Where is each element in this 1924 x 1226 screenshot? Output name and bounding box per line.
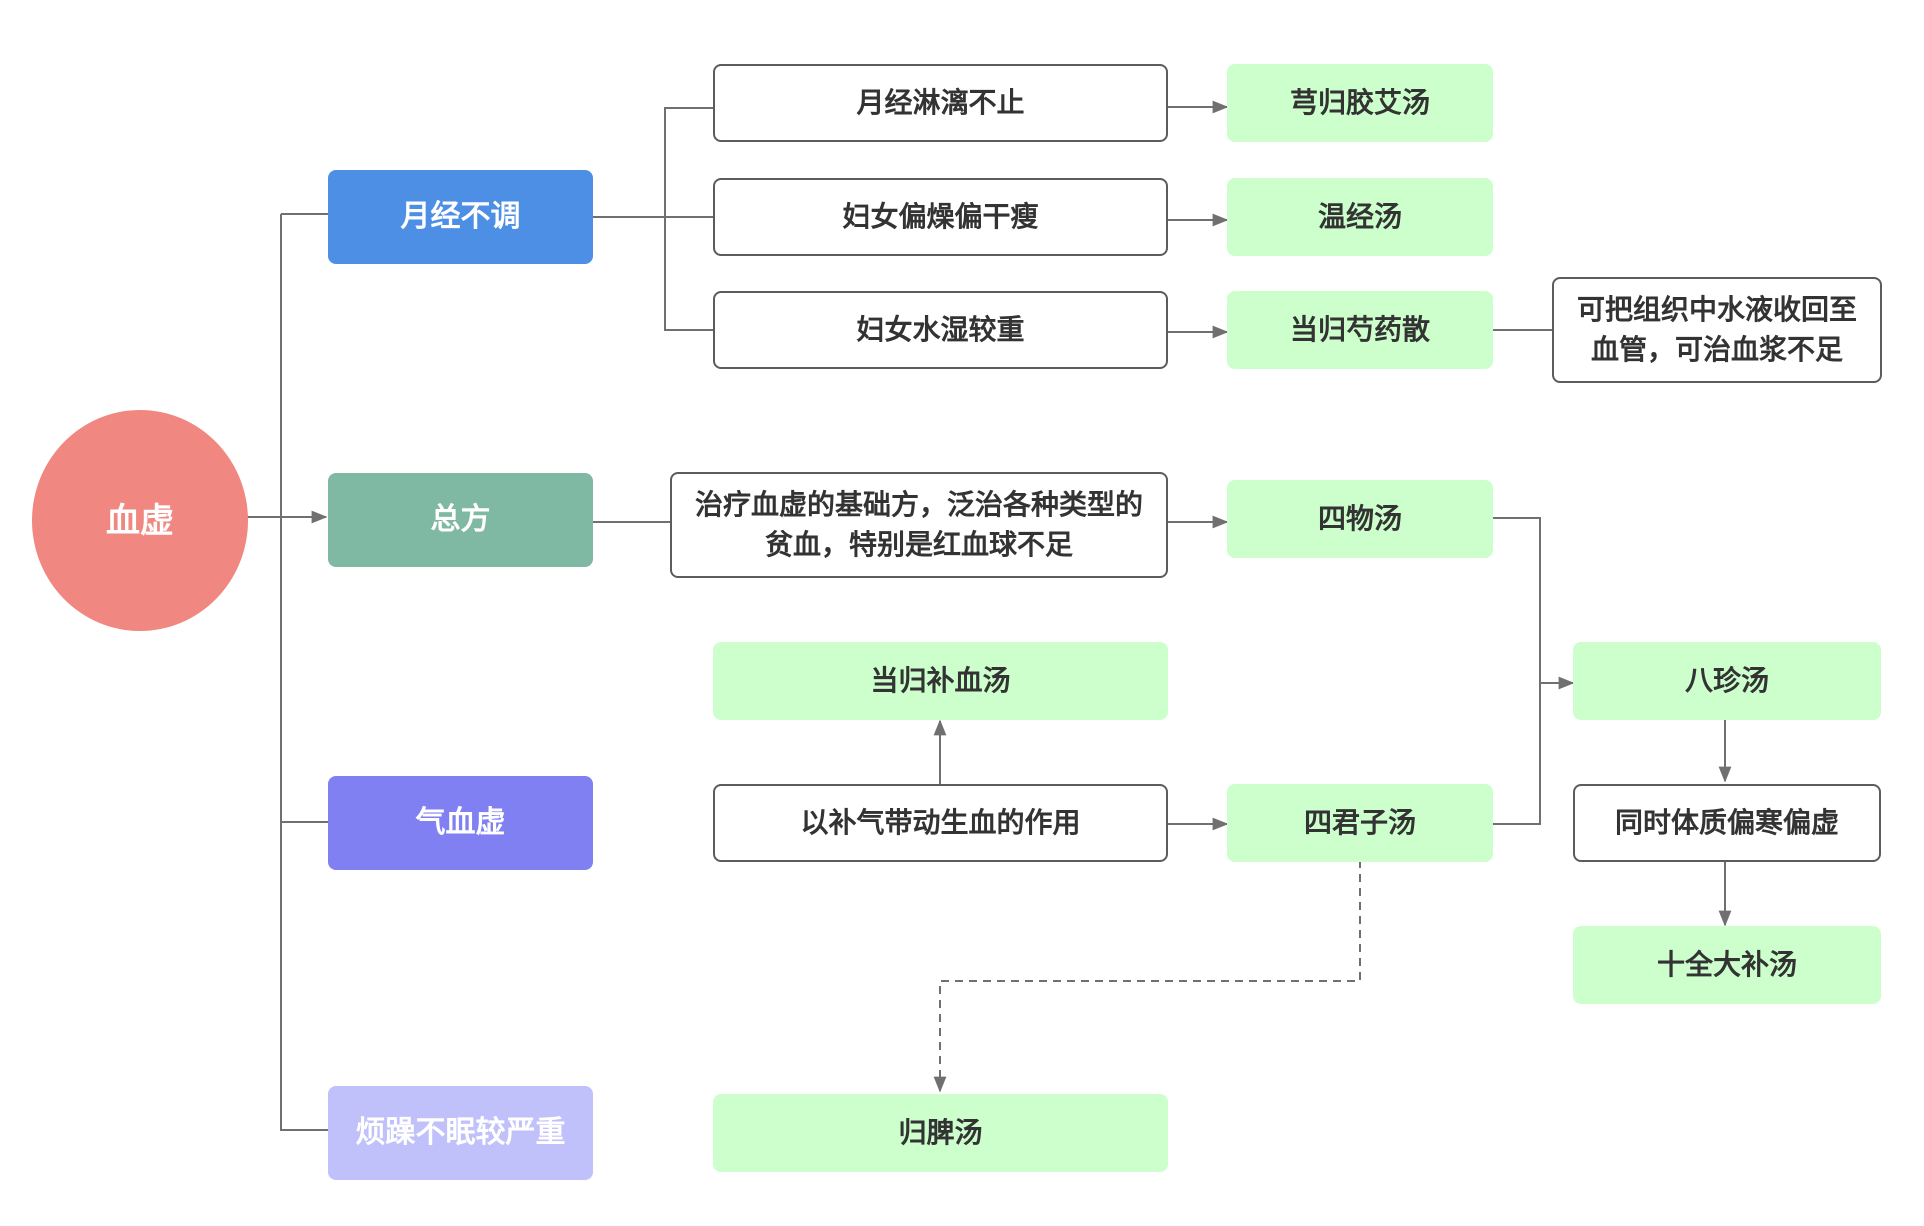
condition-qi-generates-blood: 以补气带动生血的作用 xyxy=(713,784,1168,862)
remedy-wen-jing-label: 温经汤 xyxy=(1317,200,1402,233)
edge-sijunzi-guipi xyxy=(933,860,1361,1093)
condition-menstrual-dripping: 月经淋漓不止 xyxy=(713,64,1168,142)
category-irritable-insomnia: 烦躁不眠较严重 xyxy=(328,1086,593,1180)
remedy-gui-pi-label: 归脾汤 xyxy=(898,1116,983,1149)
condition-dry-thin-women: 妇女偏燥偏干瘦 xyxy=(713,178,1168,256)
category-irritable-insomnia-label: 烦躁不眠较严重 xyxy=(355,1115,566,1150)
remedy-si-jun-zi: 四君子汤 xyxy=(1227,784,1493,862)
category-qi-blood-deficiency-label: 气血虚 xyxy=(415,805,506,840)
category-irregular-period: 月经不调 xyxy=(328,170,593,264)
note-plasma: 可把组织中水液收回至血管，可治血浆不足 xyxy=(1552,277,1882,383)
condition-qi-generates-blood-label: 以补气带动生血的作用 xyxy=(800,806,1081,839)
remedy-dang-gui-shao-yao: 当归芍药散 xyxy=(1227,291,1493,369)
condition-base-formula-desc-label: 治疗血虚的基础方，泛治各种类型的贫血，特别是红血球不足 xyxy=(694,488,1143,561)
condition-cold-constitution-label: 同时体质偏寒偏虚 xyxy=(1614,806,1839,839)
remedy-ba-zhen-label: 八珍汤 xyxy=(1684,664,1769,697)
remedy-xiong-gui-jiao-ai: 芎归胶艾汤 xyxy=(1227,64,1493,142)
remedy-si-wu-label: 四物汤 xyxy=(1317,502,1402,535)
category-general-formula-label: 总方 xyxy=(430,502,491,537)
remedy-shi-quan-da-bu-label: 十全大补汤 xyxy=(1656,948,1797,981)
remedy-shi-quan-da-bu: 十全大补汤 xyxy=(1573,926,1881,1004)
remedy-dang-gui-bu-xue: 当归补血汤 xyxy=(713,642,1168,720)
condition-base-formula-desc: 治疗血虚的基础方，泛治各种类型的贫血，特别是红血球不足 xyxy=(670,472,1168,578)
condition-dry-thin-women-label: 妇女偏燥偏干瘦 xyxy=(842,200,1039,233)
edge-period-bracket xyxy=(664,107,713,331)
edge-siwu-bazhen xyxy=(1492,517,1541,825)
remedy-ba-zhen: 八珍汤 xyxy=(1573,642,1881,720)
remedy-si-jun-zi-label: 四君子汤 xyxy=(1303,806,1416,839)
remedy-dang-gui-bu-xue-label: 当归补血汤 xyxy=(870,664,1011,697)
remedy-wen-jing: 温经汤 xyxy=(1227,178,1493,256)
condition-damp-women: 妇女水湿较重 xyxy=(713,291,1168,369)
root-label: 血虚 xyxy=(106,500,174,541)
condition-damp-women-label: 妇女水湿较重 xyxy=(856,313,1025,346)
category-general-formula: 总方 xyxy=(328,473,593,567)
condition-menstrual-dripping-label: 月经淋漓不止 xyxy=(856,86,1025,119)
remedy-si-wu: 四物汤 xyxy=(1227,480,1493,558)
note-plasma-label: 可把组织中水液收回至血管，可治血浆不足 xyxy=(1576,293,1857,366)
category-irregular-period-label: 月经不调 xyxy=(400,199,521,234)
root-blood-deficiency: 血虚 xyxy=(32,410,248,631)
category-qi-blood-deficiency: 气血虚 xyxy=(328,776,593,870)
condition-cold-constitution: 同时体质偏寒偏虚 xyxy=(1573,784,1881,862)
remedy-gui-pi: 归脾汤 xyxy=(713,1094,1168,1172)
remedy-dang-gui-shao-yao-label: 当归芍药散 xyxy=(1289,313,1430,346)
remedy-xiong-gui-jiao-ai-label: 芎归胶艾汤 xyxy=(1289,86,1430,119)
edge-root-period xyxy=(280,214,328,1131)
